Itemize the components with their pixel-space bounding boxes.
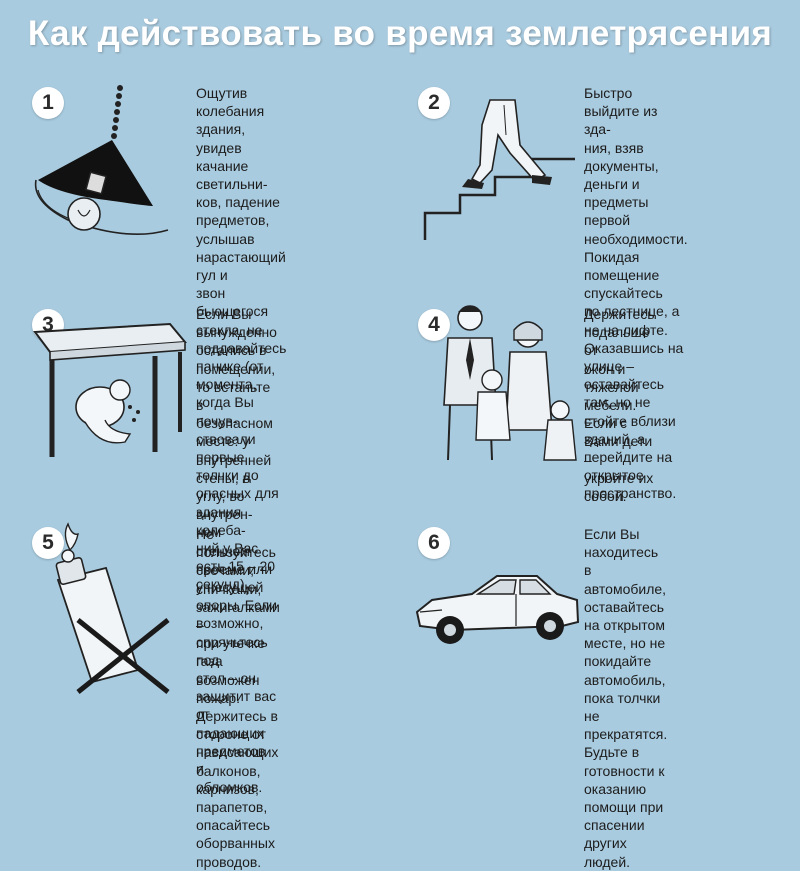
stairs-walking-icon	[420, 95, 580, 243]
step-number-4: 4	[418, 309, 450, 341]
family-icon	[430, 300, 580, 465]
step-number-2: 2	[418, 87, 450, 119]
page-title: Как действовать во время землетрясения	[27, 14, 773, 53]
step-number-6: 6	[418, 527, 450, 559]
step-3-text: Если Вы вынужденно остались в помещении,…	[196, 306, 277, 796]
step-2-text: Быстро выйдите из зда- ния, взяв докумен…	[584, 85, 688, 502]
no-open-flame-icon	[48, 520, 188, 692]
step-number-5: 5	[32, 527, 64, 559]
ceiling-lamp-icon	[28, 85, 193, 252]
car-icon	[412, 560, 582, 644]
step-4-text: Держитесь подальше от окон и тяжелой меб…	[584, 306, 655, 505]
step-number-1: 1	[32, 87, 64, 119]
step-1-text: Ощутив колебания здания, увидев качание …	[196, 85, 287, 593]
hide-under-table-icon	[30, 312, 190, 462]
